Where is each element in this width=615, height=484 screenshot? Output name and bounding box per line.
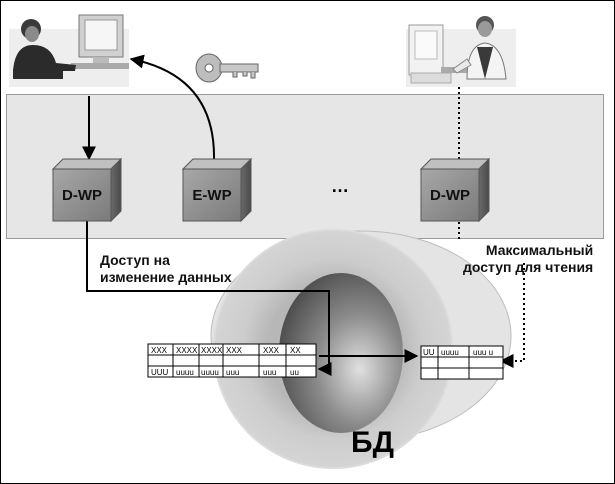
- ewp-label: E-WP: [192, 187, 231, 204]
- table-cell: uuu: [226, 368, 239, 377]
- write-access-line2: изменение данных: [100, 269, 232, 285]
- database-label: БД: [351, 426, 394, 459]
- table-cell: XXX: [263, 346, 280, 355]
- table-cell: uuuu: [201, 368, 219, 377]
- database-icon: [210, 229, 512, 469]
- table-cell: uuu u: [473, 348, 493, 357]
- table-cell: XXXX: [201, 346, 223, 355]
- right-user-icon: [406, 16, 516, 87]
- read-access-line1: Максимальный: [485, 242, 594, 258]
- table-cell: XXX: [226, 346, 243, 355]
- read-access-line2: доступ для чтения: [463, 259, 594, 275]
- left-user-icon: [9, 14, 129, 87]
- ewp-to-user-arrow: [129, 54, 216, 162]
- more-work-processes-ellipsis: …: [331, 176, 352, 196]
- write-access-line1: Доступ на: [100, 252, 170, 268]
- table-cell: XXXX: [176, 346, 198, 355]
- table-cell: UUU: [151, 368, 169, 377]
- table-cell: UU: [423, 348, 435, 357]
- dwp-left-label: D-WP: [62, 187, 102, 204]
- key-icon: [195, 53, 259, 83]
- right-data-table: UU uuuu uuu u: [420, 345, 504, 380]
- table-cell: uu: [290, 368, 299, 377]
- dwp-right-node: D-WP: [419, 157, 491, 223]
- write-access-label: Доступ на изменение данных: [100, 252, 232, 286]
- table-cell: uuuu: [441, 348, 459, 357]
- ewp-node: E-WP: [181, 157, 253, 223]
- table-cell: uuuu: [176, 368, 194, 377]
- dwp-right-label: D-WP: [430, 187, 470, 204]
- table-cell: XXX: [151, 346, 168, 355]
- table-cell: uuu: [263, 368, 276, 377]
- write-access-arrow: [86, 221, 332, 376]
- table-cell: XX: [290, 346, 301, 355]
- dwp-left-node: D-WP: [51, 157, 123, 223]
- read-access-label: Максимальный доступ для чтения: [463, 242, 593, 276]
